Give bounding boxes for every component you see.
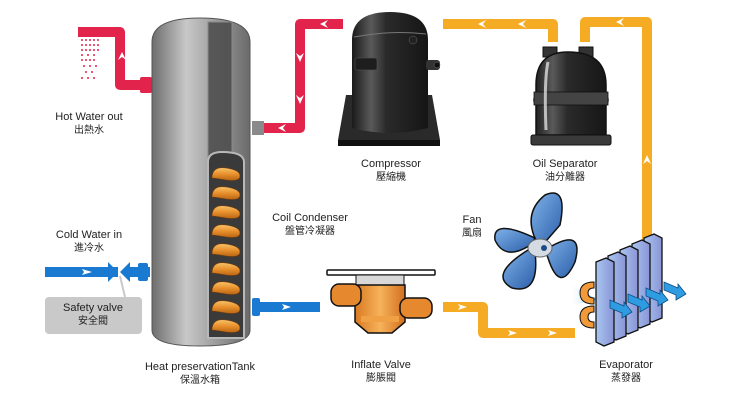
fan-label-zh: 風扇 <box>462 228 482 239</box>
hot-water-out-label-en: Hot Water out <box>55 111 123 123</box>
coil-turn <box>211 319 241 333</box>
flow-arrow-left-icon <box>478 20 486 28</box>
coil-turn <box>211 167 241 181</box>
hot-refrigerant-pipe <box>252 19 343 135</box>
airflow-arrow-icon <box>627 293 651 313</box>
coil-turn <box>211 243 241 257</box>
flow-arrow-down-icon <box>296 53 304 62</box>
coil-turn <box>211 205 241 219</box>
oil-separator <box>530 46 612 146</box>
safety-valve-label-en: Safety valve <box>63 302 123 314</box>
cold-water-in-pipe <box>45 262 150 298</box>
airflow-arrow-icon <box>609 299 633 319</box>
flow-arrow-up-icon <box>118 52 126 60</box>
hot-water-out-pipe <box>78 27 152 93</box>
coil-turn <box>211 224 241 238</box>
flow-arrow-left-icon <box>518 20 526 28</box>
oil-separator-label-en: Oil Separator <box>532 158 598 170</box>
cold-water-in-label: Cold Water in 進冷水 <box>56 228 122 256</box>
flow-arrow-up-icon <box>643 155 651 164</box>
fan-label-en: Fan <box>462 214 482 226</box>
compressor-label-en: Compressor <box>361 158 421 170</box>
flow-arrow-left-icon <box>616 18 624 26</box>
flow-arrow-right-icon <box>508 330 517 336</box>
flow-arrow-down-icon <box>296 95 304 104</box>
compressor-label: Compressor 壓縮機 <box>361 157 421 185</box>
tank-label: Heat preservationTank 保溫水箱 <box>145 360 255 388</box>
inflate-valve <box>326 269 436 334</box>
coil-turn <box>211 281 241 295</box>
hot-water-out-label: Hot Water out 出熱水 <box>55 110 122 138</box>
flow-arrow-right-icon <box>82 269 92 275</box>
evaporator-label-zh: 蒸發器 <box>611 373 641 384</box>
evaporator-label-en: Evaporator <box>599 359 653 371</box>
inflate-valve-label-zh: 膨脹閥 <box>365 373 396 384</box>
shower-icon <box>81 39 99 79</box>
coil-condenser <box>211 167 241 333</box>
condenser-outlet-pipe <box>252 298 320 316</box>
compressor-label-zh: 壓縮機 <box>376 172 406 183</box>
compressor <box>338 12 441 146</box>
flow-arrow-right-icon <box>458 304 467 310</box>
evaporator-label: Evaporator 蒸發器 <box>599 358 653 386</box>
coil-turn <box>211 300 241 314</box>
evaporator-fin <box>595 257 615 347</box>
oil-separator-label: Oil Separator 油分離器 <box>533 157 598 185</box>
coil-turn <box>211 262 241 276</box>
heat-preservation-tank <box>151 17 251 347</box>
cold-water-in-label-zh: 進冷水 <box>73 243 104 254</box>
inflate-valve-label: Inflate Valve 膨脹閥 <box>351 358 411 386</box>
flow-arrow-left-icon <box>278 124 286 132</box>
flow-arrow-left-icon <box>320 20 328 28</box>
safety-valve-label-zh: 安全閥 <box>77 316 108 327</box>
flow-arrow-right-icon <box>548 330 557 336</box>
tank-label-zh: 保溫水箱 <box>180 375 220 386</box>
oil-separator-label-zh: 油分離器 <box>545 172 585 183</box>
flow-arrow-right-icon <box>282 304 291 310</box>
fan-label: Fan 風扇 <box>462 213 482 241</box>
cold-water-in-label-en: Cold Water in <box>55 229 123 241</box>
safety-valve-label: Safety valve 安全閥 <box>63 301 123 329</box>
airflow-arrow-icon <box>645 287 669 307</box>
coil-condenser-label: Coil Condenser 盤管冷凝器 <box>272 211 348 239</box>
safety-valve-callout: Safety valve 安全閥 <box>45 297 142 334</box>
inflate-valve-label-en: Inflate Valve <box>351 359 411 371</box>
coil-condenser-label-zh: 盤管冷凝器 <box>284 226 335 237</box>
airflow-arrow-icon <box>663 281 687 301</box>
fan <box>494 192 578 290</box>
hot-water-out-label-zh: 出熱水 <box>73 125 104 136</box>
coil-turn <box>211 186 241 200</box>
coil-condenser-label-en: Coil Condenser <box>272 212 348 224</box>
tank-label-en: Heat preservationTank <box>144 361 256 373</box>
evaporator <box>572 233 687 347</box>
